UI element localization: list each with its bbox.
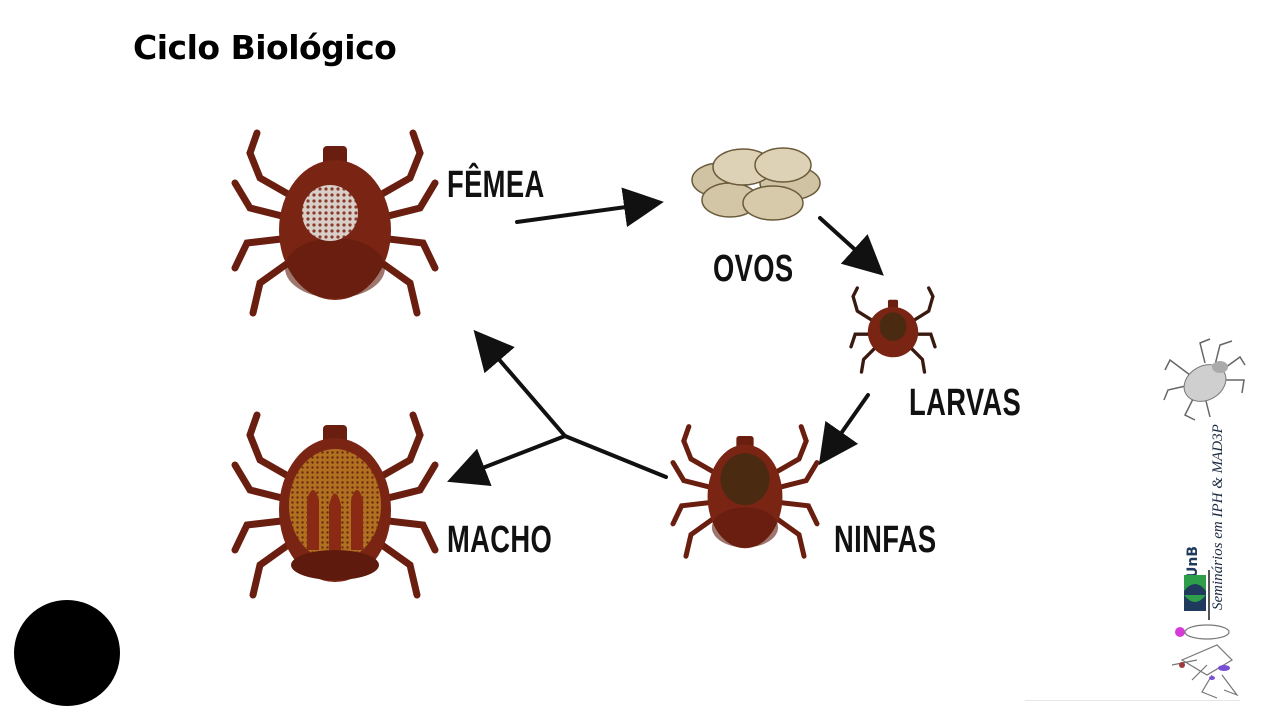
stage-label-femea: FÊMEA [447,164,545,206]
insect-sketch-icon [1171,624,1239,699]
divider-line [1025,700,1240,701]
black-circle [14,600,120,706]
stage-label-ninfas: NINFAS [834,519,937,561]
stage-label-ovos: OVOS [713,248,794,290]
stage-label-macho: MACHO [447,519,553,561]
unb-text: UnB [1185,545,1201,578]
unb-logo-icon [1184,575,1206,611]
larva-tick-icon [849,286,937,374]
slide-title: Ciclo Biológico [133,28,397,67]
egg-cluster-icon [691,147,821,221]
vertical-divider [1208,570,1210,620]
stage-label-larvas: LARVAS [909,382,1022,424]
arrow-ninfas-to-femea [473,329,567,438]
sketch-tick-icon [1163,338,1246,421]
arrow-femea-to-ovos [515,187,664,228]
arrow-larvas-to-ninfas [818,393,870,466]
seminar-text: Seminários em IPH & MAD3P [1210,424,1226,610]
nymph-tick-icon [673,427,817,557]
branding-column: Seminários em IPH & MAD3P UnB [1160,335,1260,705]
arrow-ninfas-stem [563,434,668,479]
adult-male-tick-icon [235,415,435,595]
arrow-ninfas-to-macho [447,434,567,486]
arrow-ovos-to-larvas [818,216,884,276]
adult-female-tick-icon [235,133,435,313]
